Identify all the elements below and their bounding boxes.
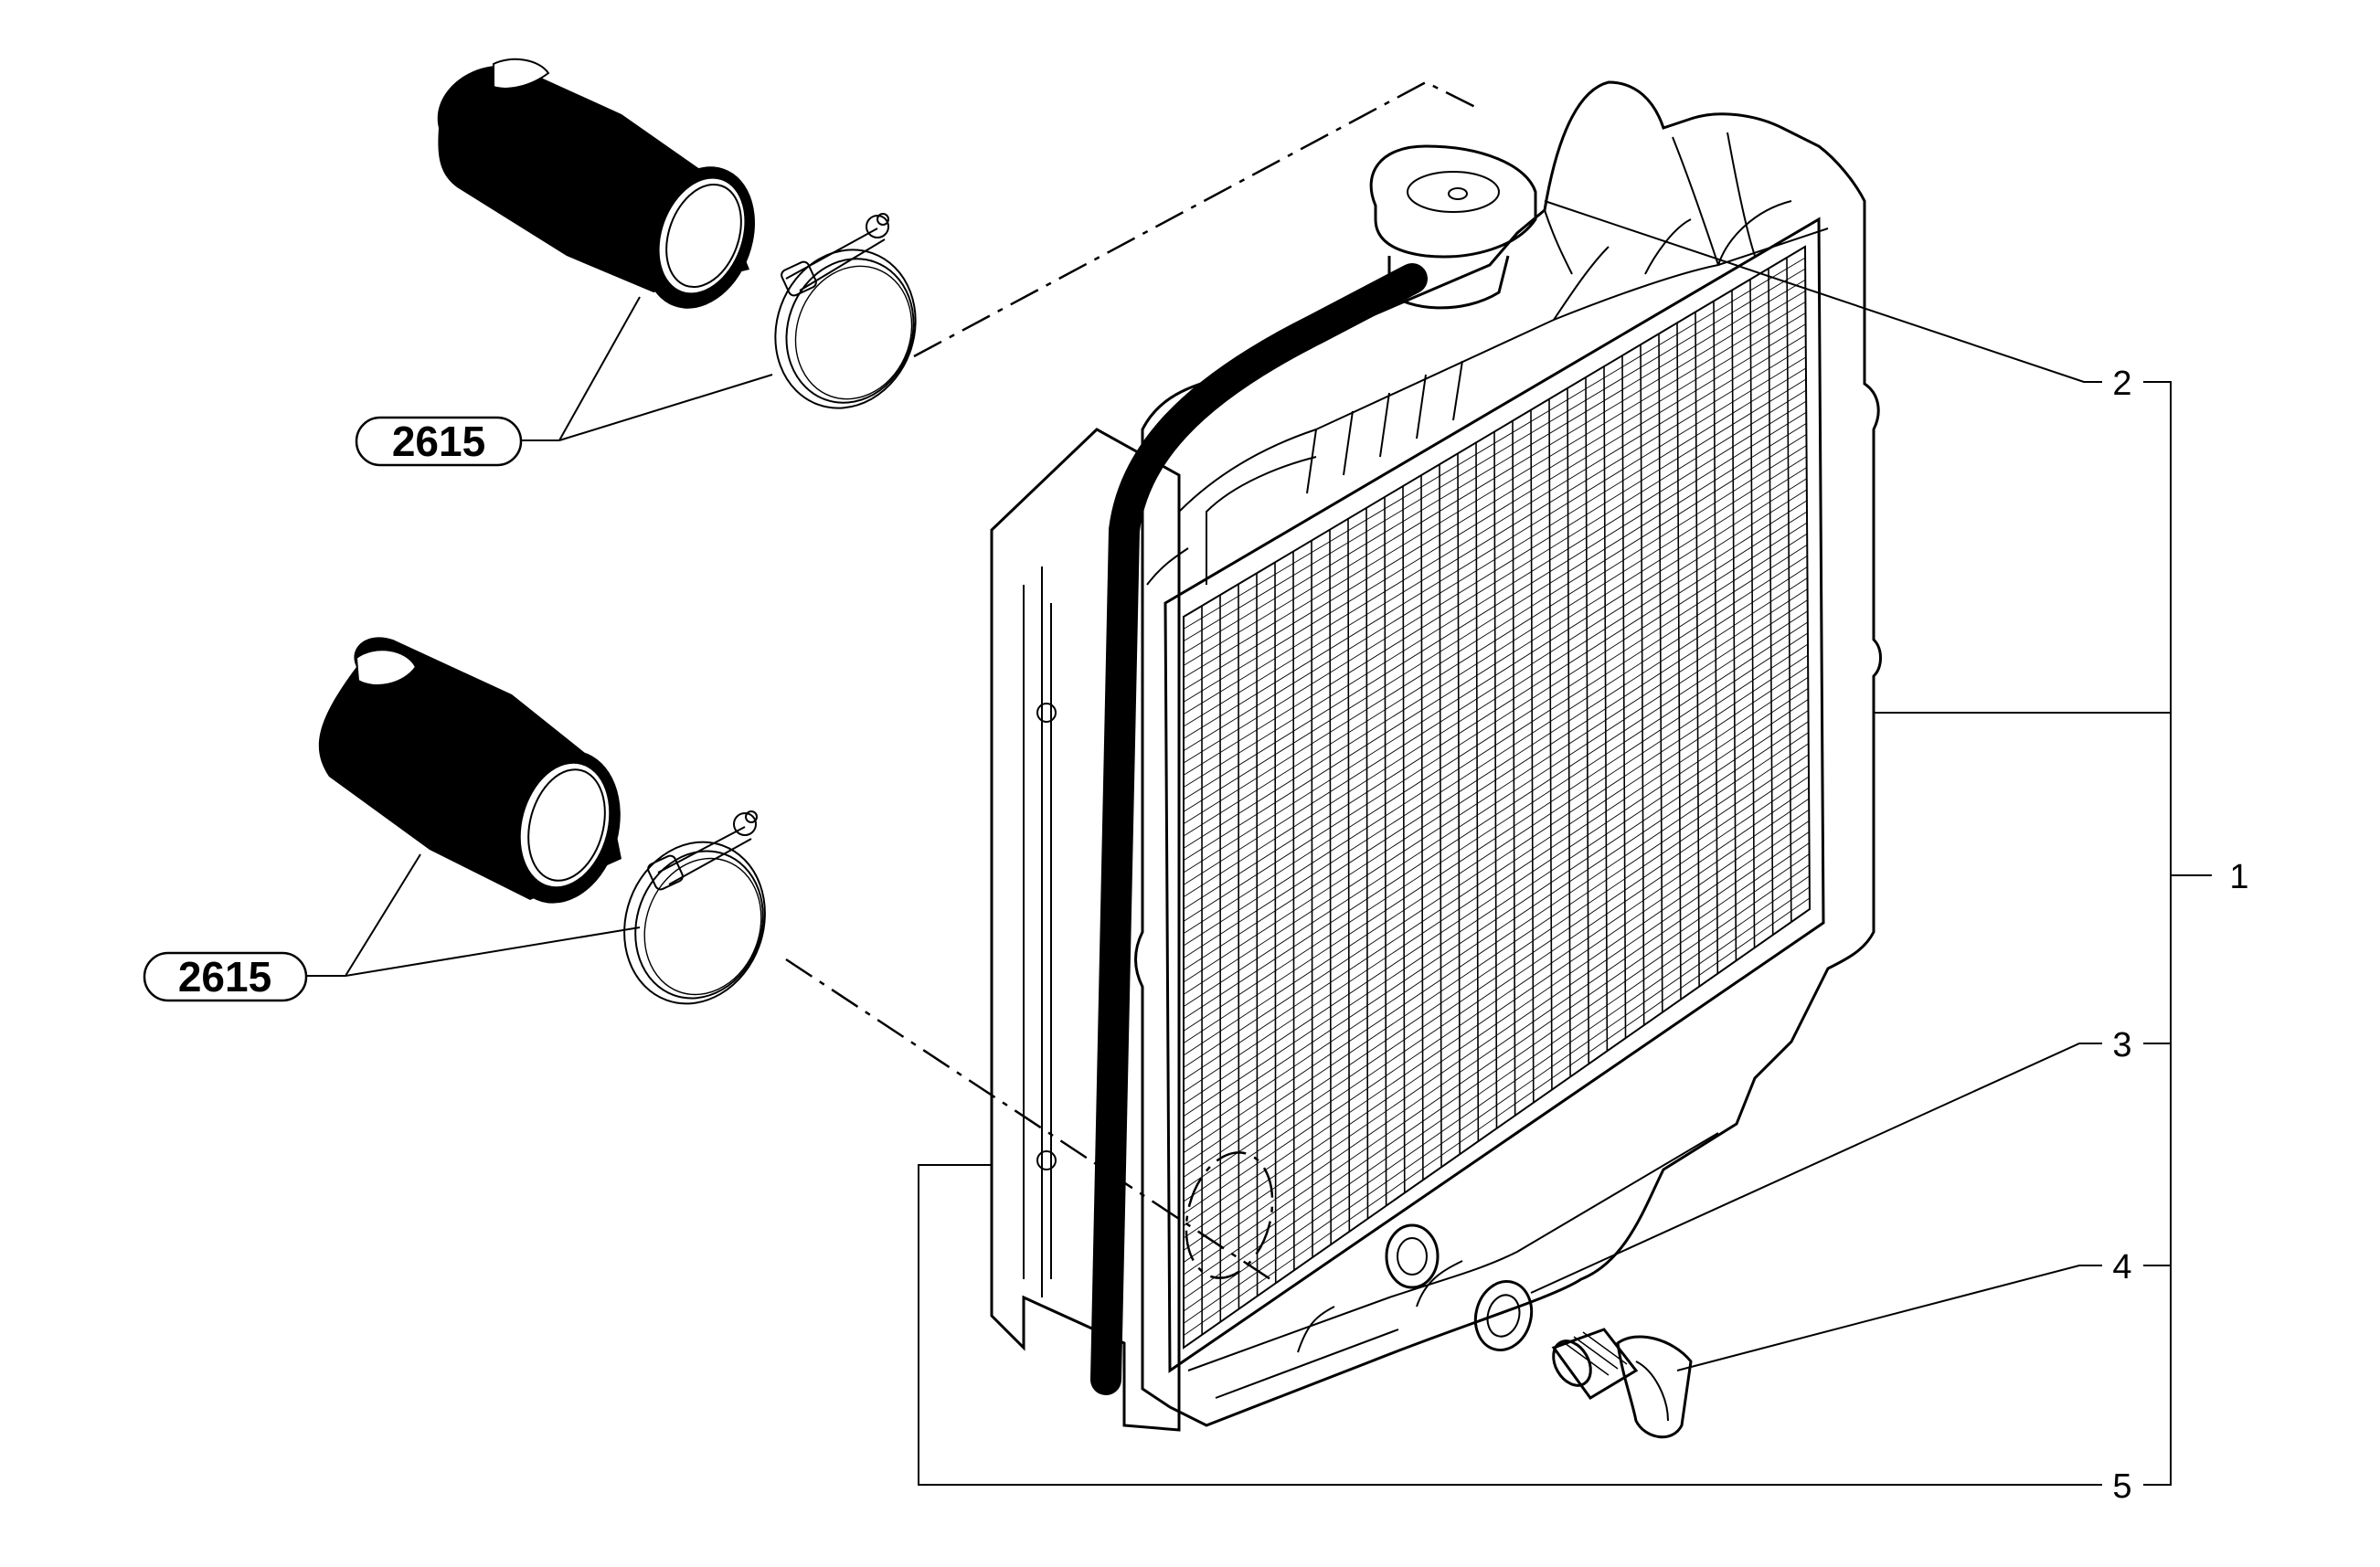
upper-hose: [438, 59, 774, 324]
callout-5: 5: [2112, 1467, 2131, 1506]
lower-hose-clamp: [602, 811, 788, 1023]
drain-plug: [1546, 1329, 1691, 1437]
reference-label-lower: 2615: [178, 953, 271, 1001]
callout-3: 3: [2112, 1026, 2131, 1064]
callout-4: 4: [2112, 1248, 2131, 1286]
reference-label-upper: 2615: [392, 418, 485, 465]
overflow-hose: [1106, 279, 1412, 1380]
drain-washer: [1468, 1276, 1539, 1357]
lower-hose: [319, 637, 637, 916]
upper-hose-clamp: [753, 214, 937, 428]
reference-box-lower: 2615: [144, 953, 306, 1001]
radiator-core-fins: [1184, 258, 1810, 1336]
callout-2: 2: [2112, 365, 2131, 403]
callout-1: 1: [2229, 858, 2248, 896]
reference-box-upper: 2615: [356, 418, 521, 465]
